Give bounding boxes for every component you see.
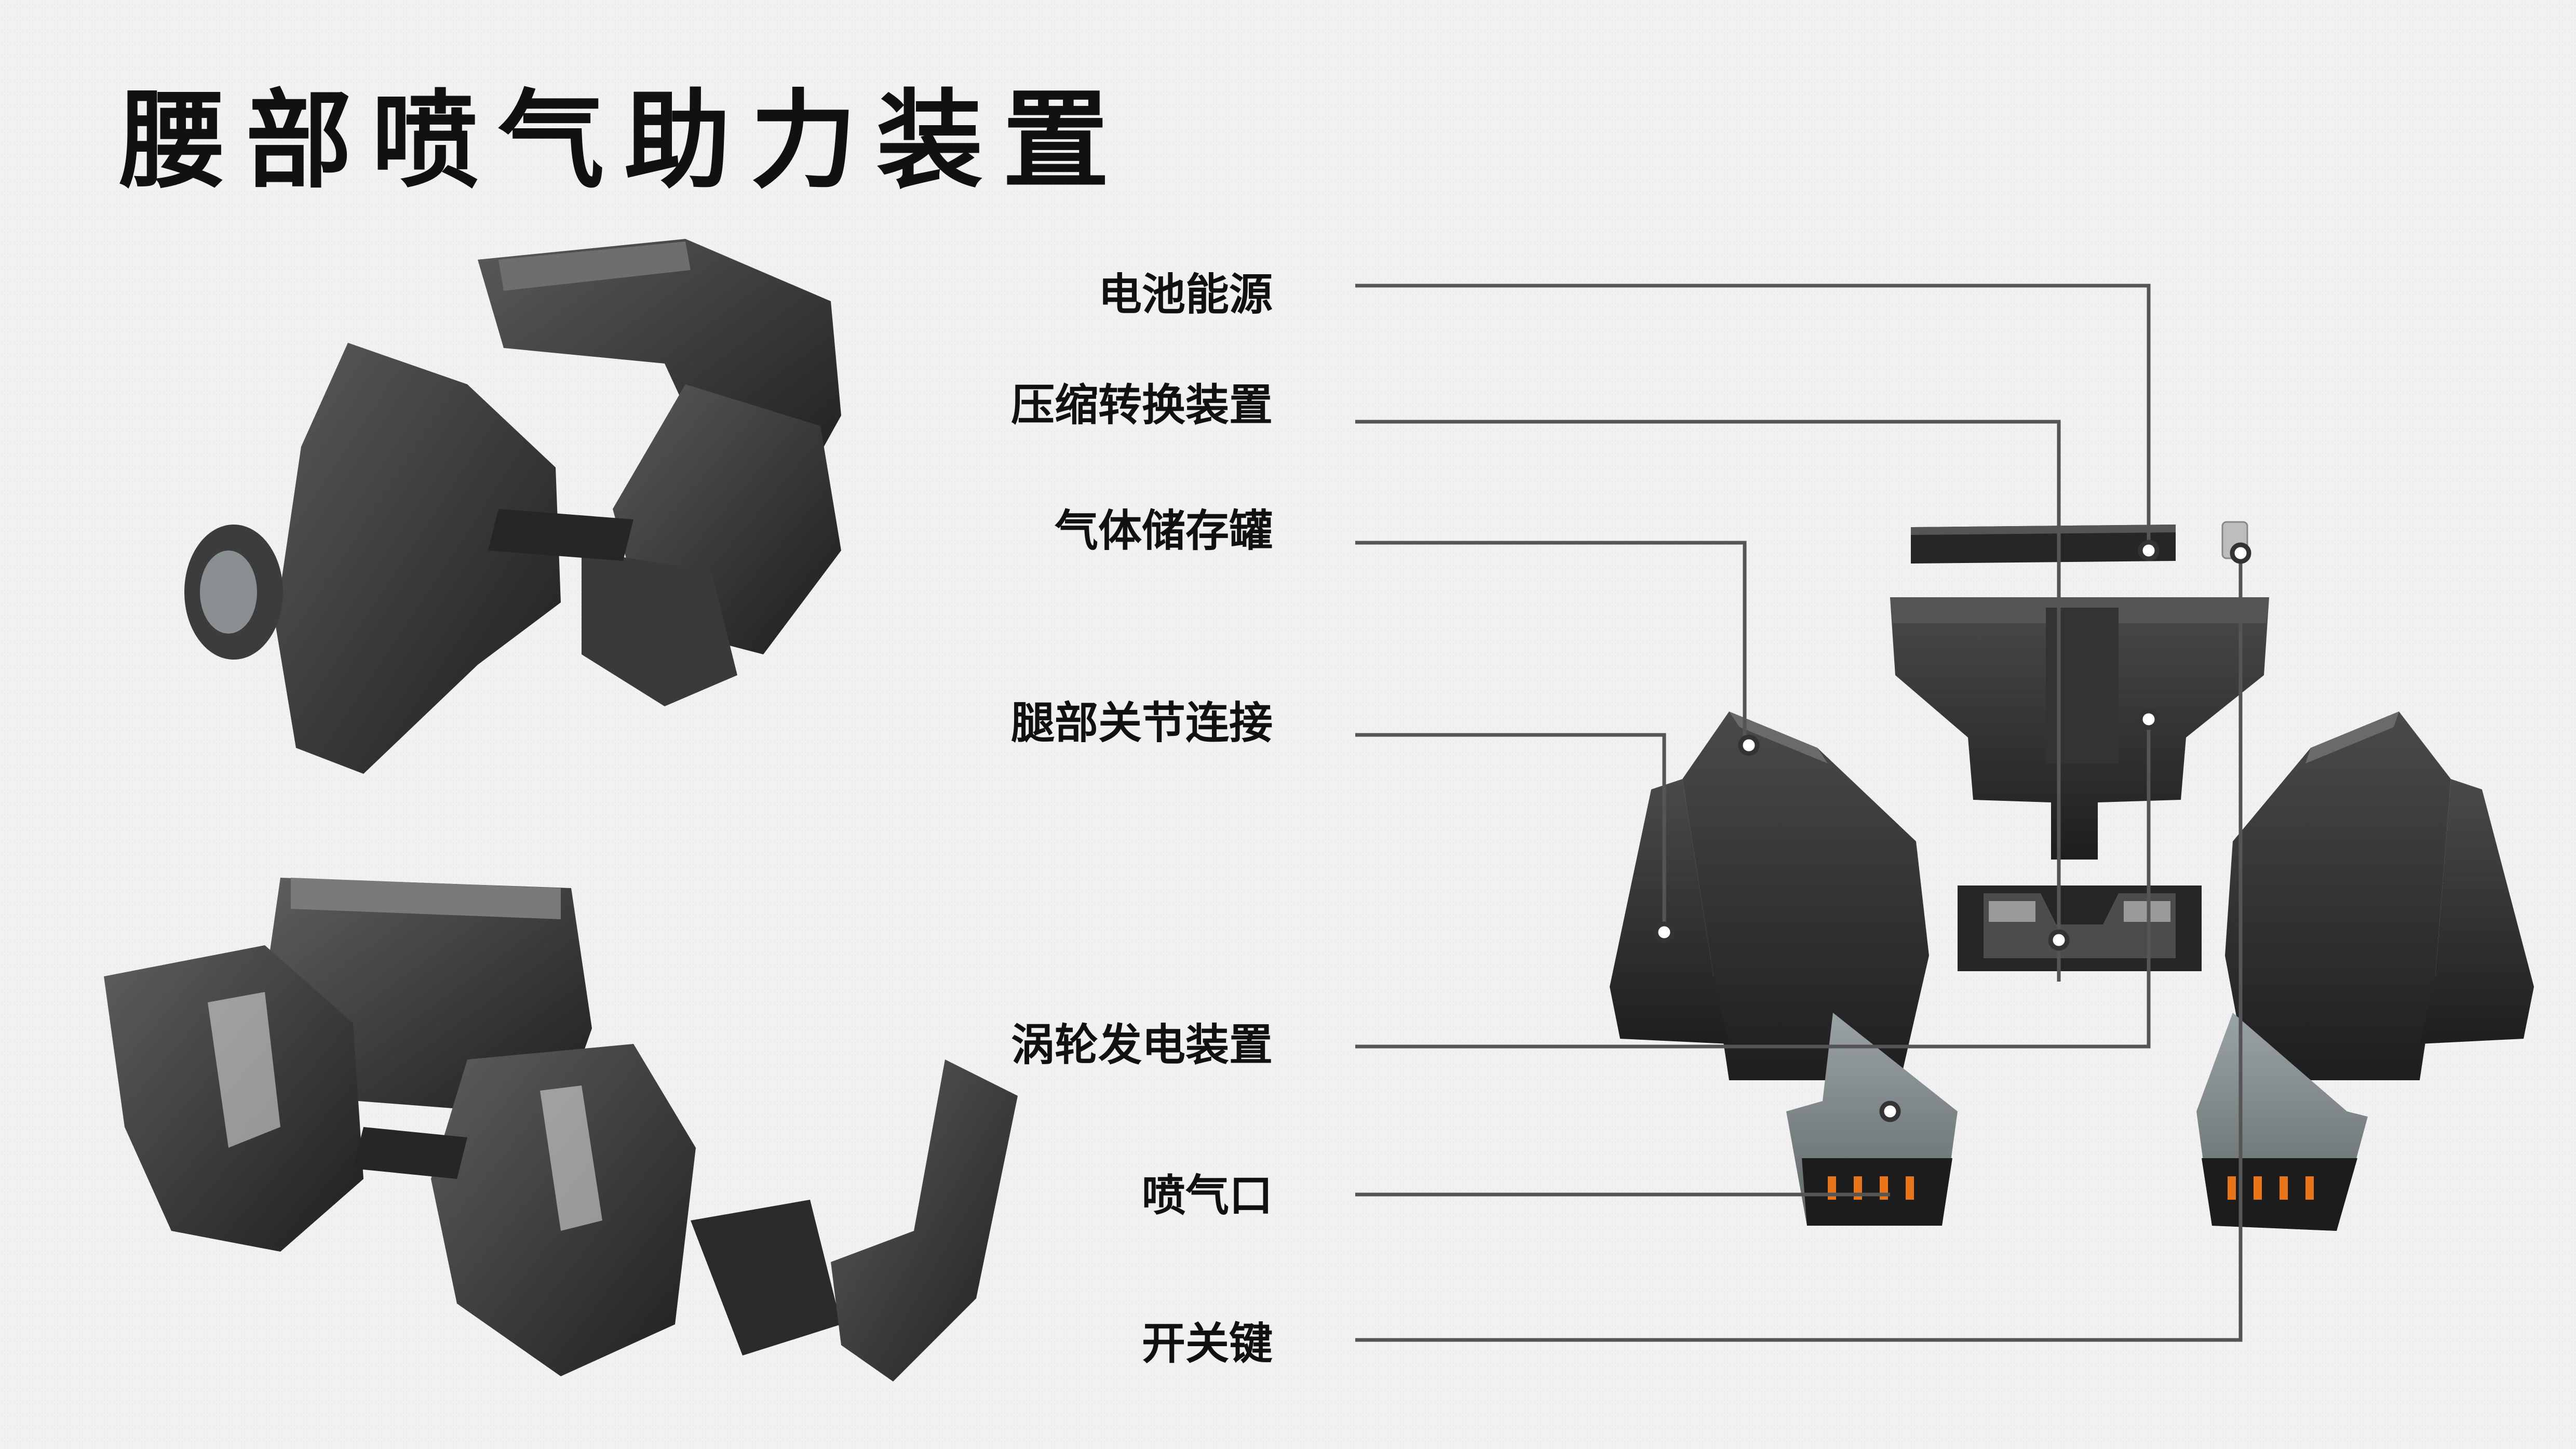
label-leg-joint: 腿部关节连接	[1010, 697, 1273, 748]
right-leg-joint-part	[2225, 712, 2534, 1080]
label-compressor: 压缩转换装置	[1010, 380, 1273, 431]
label-gas-tank: 气体储存罐	[1054, 505, 1273, 556]
label-switch: 开关键	[1141, 1318, 1273, 1369]
left-leg-joint-part	[1610, 712, 1929, 1080]
label-battery: 电池能源	[1098, 269, 1273, 320]
turbine-part	[1958, 886, 2202, 971]
label-nozzle: 喷气口	[1141, 1170, 1273, 1221]
callout-dots	[1653, 540, 2251, 1122]
label-turbine: 涡轮发电装置	[1010, 1019, 1273, 1070]
compressor-part	[1890, 597, 2269, 860]
device-render-top	[184, 239, 841, 774]
page-title: 腰部喷气助力装置	[119, 79, 1129, 203]
leader-lines	[1355, 284, 2243, 1342]
battery-part	[1911, 525, 2176, 564]
device-render-side	[104, 878, 1018, 1381]
